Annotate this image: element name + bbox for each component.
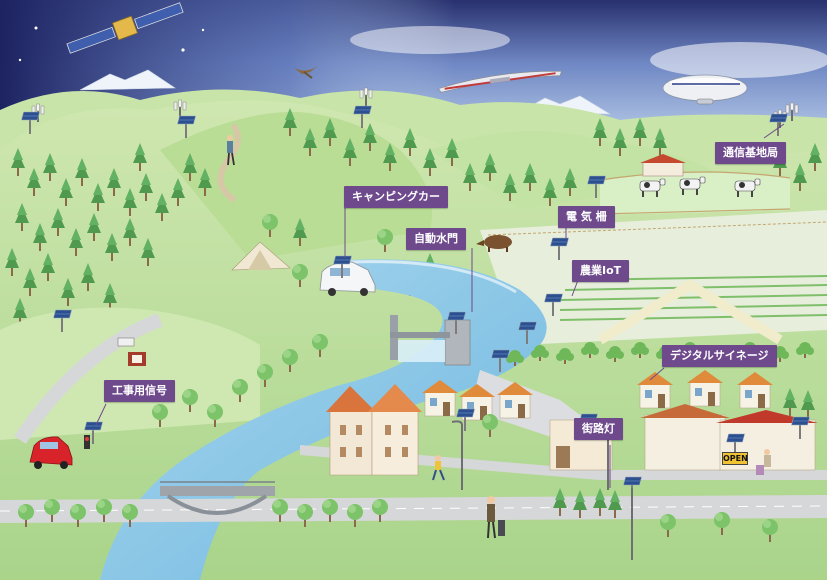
construction-signal [84, 337, 146, 449]
label-agri-iot: 農業IoT [572, 260, 630, 282]
car-icon [319, 261, 376, 296]
barn [640, 154, 686, 177]
street-light [451, 420, 633, 560]
label-auto-gate: 自動水門 [406, 228, 466, 250]
label-electric-fence: 電 気 柵 [558, 206, 615, 228]
person-icon [756, 449, 771, 475]
label-camping-car: キャンピングカー [344, 186, 448, 208]
main-road [0, 495, 827, 523]
apartments [326, 384, 422, 476]
boar-icon [476, 235, 512, 252]
label-digital-signage: デジタルサイネージ [662, 345, 777, 367]
tent-icon [231, 241, 291, 271]
satellite-icon [66, 2, 184, 54]
water-gate [390, 315, 471, 366]
open-sign: OPEN [722, 452, 748, 465]
label-street-light: 街路灯 [574, 418, 623, 440]
car-icon [29, 436, 73, 469]
label-base-station: 通信基地局 [715, 142, 786, 164]
airship-icon [662, 74, 748, 105]
person-icon [432, 455, 445, 481]
bridge-icon [160, 481, 275, 515]
person-icon [487, 496, 505, 539]
callout-leaders [95, 123, 785, 488]
drone-icon [294, 66, 318, 79]
solar-plane-icon [438, 70, 562, 93]
person-icon [227, 135, 235, 166]
label-construction-signal: 工事用信号 [104, 380, 175, 402]
